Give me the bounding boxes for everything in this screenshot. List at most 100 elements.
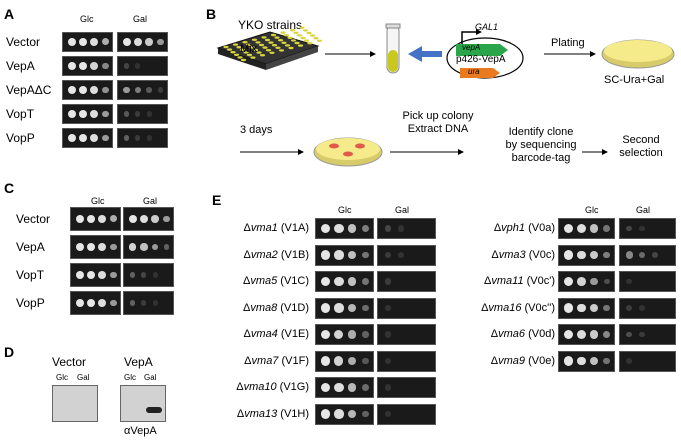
growth-spot [384, 384, 391, 391]
panel-c-glc-header: Glc [91, 196, 105, 206]
well [230, 51, 236, 54]
growth-spot [626, 278, 633, 285]
panel-e-left-glc-plate [315, 297, 374, 319]
workflow-diagram [216, 23, 675, 167]
yko-strains-label: YKO strains [238, 18, 303, 32]
growth-spot [576, 250, 586, 260]
growth-spot [134, 86, 141, 94]
growth-spot [102, 134, 109, 142]
growth-spot [347, 224, 357, 233]
panel-e-left-glc-plate [315, 271, 374, 292]
growth-spot [603, 278, 610, 285]
panel-e-right-gal-plate [619, 297, 676, 319]
growth-spot [638, 251, 646, 259]
well [287, 36, 293, 39]
growth-spot [320, 250, 331, 260]
panel-a-gal-plate [117, 56, 168, 76]
well [240, 58, 247, 62]
growth-spot [67, 109, 76, 119]
growth-spot [67, 133, 76, 143]
growth-spot [90, 110, 99, 118]
panel-a-letter: A [4, 6, 15, 22]
growth-spot [129, 272, 136, 278]
growth-spot [603, 304, 610, 312]
growth-spot [576, 277, 586, 286]
well [269, 51, 275, 54]
well [237, 56, 243, 59]
panel-c-gal-header: Gal [143, 196, 158, 206]
panel-a-row-label: VopP [6, 131, 35, 145]
blot-antibody-label: αVepA [124, 425, 157, 437]
panel-c-row-label: VepA [16, 240, 45, 254]
identify-line2: by sequencing [505, 139, 577, 151]
panel-a-gal-header: Gal [133, 14, 148, 24]
growth-spot [347, 356, 357, 366]
panel-c-glc-plate [70, 263, 121, 287]
well [242, 41, 248, 44]
panel-e-left-row-label: Δvma10 (V1G) [236, 381, 309, 393]
growth-spot [90, 86, 99, 94]
panel-e-right-row-label: Δvma11 (V0c') [484, 275, 555, 287]
panel-e-right-row-label: Δvma9 (V0e) [490, 354, 555, 367]
gal1-promoter-label: GAL1 [475, 22, 499, 32]
growth-spot [589, 356, 599, 366]
growth-spot [320, 382, 331, 393]
panel-e-left-glc-plate [315, 403, 374, 425]
growth-spot [98, 243, 107, 251]
growth-spot [109, 215, 117, 223]
growth-spot [102, 62, 109, 70]
growth-spot [626, 331, 633, 338]
growth-spot [651, 252, 658, 258]
panel-a-row-label: Vector [6, 35, 41, 49]
panel-e-right-gal-header: Gal [636, 205, 651, 215]
agar-plate-icon [601, 39, 675, 69]
growth-spot [563, 250, 573, 260]
growth-spot [397, 225, 404, 232]
well [226, 48, 233, 51]
panel-a-glc-plate [62, 128, 113, 148]
growth-spot [151, 243, 159, 251]
growth-spot [334, 356, 344, 366]
well [258, 43, 265, 47]
blot-band [146, 407, 162, 413]
growth-spot [122, 37, 131, 47]
growth-spot [639, 331, 646, 338]
well [264, 38, 271, 42]
growth-spot [639, 305, 646, 311]
blot-vepa-gal: Gal [144, 373, 157, 382]
panel-e-right-glc-plate [558, 297, 615, 319]
well [249, 46, 255, 49]
growth-spot [102, 110, 109, 118]
panel-e-left-gal-plate [377, 271, 436, 292]
well [252, 48, 259, 52]
well [236, 46, 242, 49]
growth-spot [123, 86, 130, 94]
panel-e-right-row-label: Δvma16 (V0c'') [481, 301, 555, 314]
well [250, 56, 256, 59]
identify-line1: Identify clone [508, 126, 574, 138]
panel-c-glc-plate [70, 207, 121, 231]
growth-spot [129, 300, 136, 306]
growth-spot [334, 382, 344, 393]
well [313, 37, 319, 40]
growth-spot [145, 38, 153, 46]
ura-gene-label: ura [468, 67, 480, 76]
growth-spot [133, 38, 142, 46]
well [261, 36, 267, 39]
growth-spot [320, 276, 331, 287]
growth-spot [334, 276, 344, 287]
panel-e-right-glc-plate [558, 244, 615, 266]
growth-spot [163, 215, 170, 223]
panel-e-left-gal-plate [377, 350, 436, 372]
growth-spot [347, 409, 357, 419]
panel-d-letter: D [4, 344, 15, 360]
panel-e-left-glc-plate [315, 377, 374, 398]
growth-spot [625, 251, 633, 259]
panel-e-right-glc-header: Glc [585, 205, 599, 215]
panel-e-left-glc-plate [315, 244, 374, 266]
panel-e-right-row-label: Δvph1 (V0a) [493, 222, 555, 234]
growth-spot [397, 251, 404, 259]
growth-spot [384, 304, 391, 312]
well [277, 39, 284, 42]
growth-spot [362, 357, 369, 365]
